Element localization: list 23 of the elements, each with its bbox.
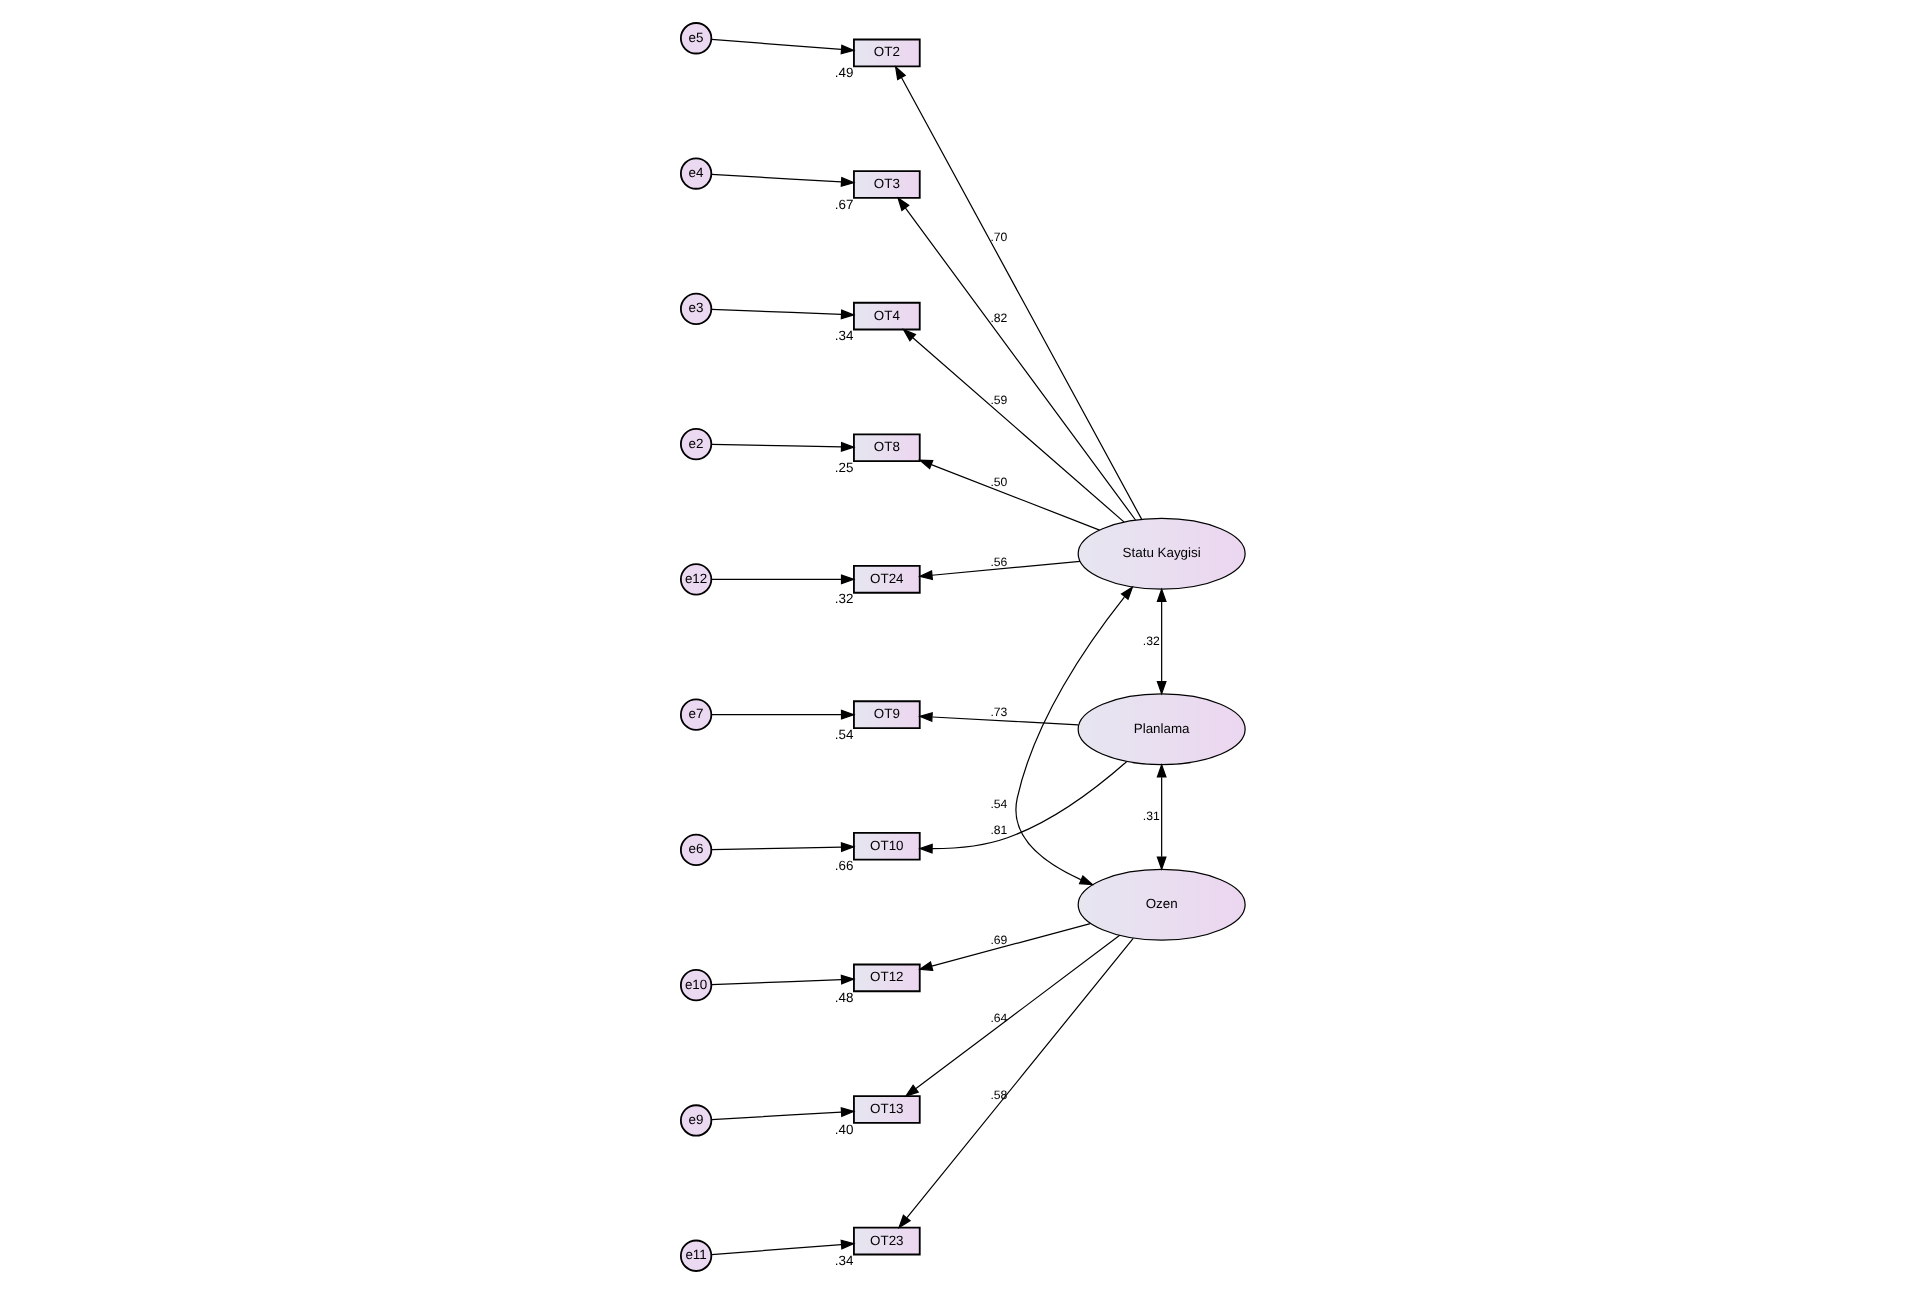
arrow xyxy=(918,711,1079,726)
arrow xyxy=(710,1106,856,1121)
arrow xyxy=(918,922,1091,971)
arrow xyxy=(710,1239,856,1256)
arrow xyxy=(1156,762,1167,872)
arrow xyxy=(918,761,1128,854)
arrow xyxy=(897,937,1134,1229)
arrow xyxy=(902,328,1125,523)
arrow xyxy=(710,308,856,320)
arrow xyxy=(1015,585,1134,886)
arrow xyxy=(710,441,856,452)
arrow xyxy=(710,574,856,585)
arrow xyxy=(1156,587,1167,696)
arrow xyxy=(896,196,1137,521)
arrow xyxy=(710,709,856,720)
arrow xyxy=(918,560,1081,581)
arrow xyxy=(710,842,856,853)
arrow xyxy=(918,459,1101,531)
arrow xyxy=(710,974,856,986)
arrow xyxy=(710,38,856,55)
arrow xyxy=(710,173,856,188)
arrow xyxy=(904,934,1121,1098)
arrow xyxy=(894,65,1143,520)
